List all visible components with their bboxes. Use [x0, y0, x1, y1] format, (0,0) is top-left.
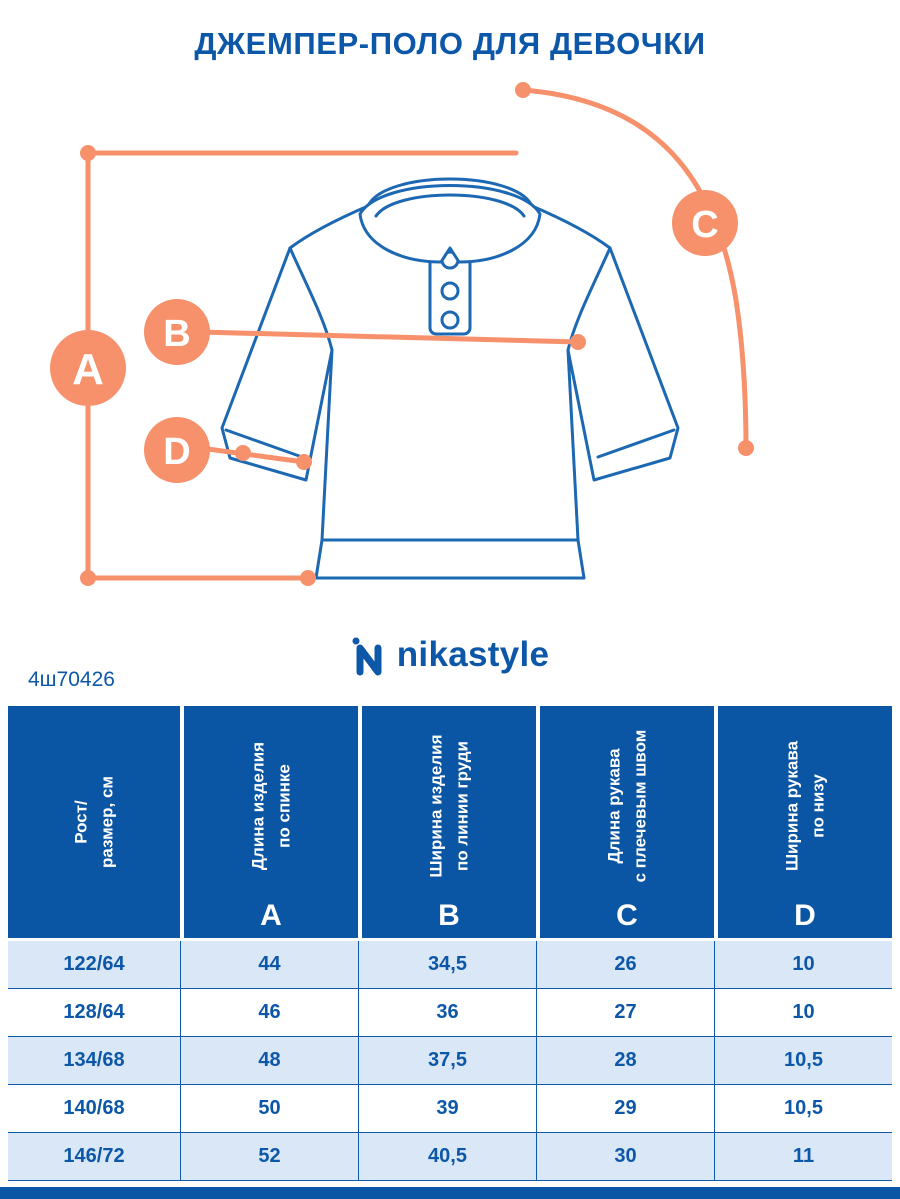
header-letter: D — [794, 899, 816, 932]
badge-c-circle — [672, 190, 738, 256]
measurement-diagram: A B C D — [50, 82, 754, 586]
cell-b: 34,5 — [358, 941, 536, 988]
header-line: с плечевым швом — [630, 729, 649, 883]
header-line: Длина изделия — [248, 741, 268, 871]
header-line: Длина рукава — [604, 748, 624, 864]
cell-d: 10 — [714, 941, 892, 988]
table-body: 122/64 44 34,5 26 10 128/64 46 36 27 10 … — [8, 941, 892, 1181]
left-sleeve-seam — [288, 246, 334, 352]
cell-size: 146/72 — [63, 1145, 125, 1167]
cell-d: 10,5 — [714, 1085, 892, 1132]
measurement-d — [197, 445, 312, 470]
collar — [358, 184, 542, 264]
cell-size: 134/68 — [63, 1049, 125, 1071]
header-line: размер, см — [97, 776, 116, 868]
button-icon — [440, 310, 460, 330]
header-letter: A — [260, 899, 282, 932]
polo-shirt-drawing — [220, 177, 680, 580]
badge-a-circle — [50, 330, 126, 406]
right-cuff-seam — [596, 428, 676, 459]
measurement-b — [197, 329, 586, 350]
table-header: Рост/ размер, см Длина изделия по спинке… — [8, 706, 892, 938]
table-row: 128/64 46 36 27 10 — [8, 989, 892, 1037]
cell-a: 46 — [180, 989, 358, 1036]
left-cuff-seam — [224, 428, 304, 459]
header-line: по низу — [808, 774, 827, 838]
cell-c: 28 — [536, 1037, 714, 1084]
header-letter: C — [616, 899, 638, 932]
nikastyle-logo-icon — [352, 637, 382, 676]
brand-logo: nikastyle — [0, 634, 900, 676]
table-row: 146/72 52 40,5 30 11 — [8, 1133, 892, 1181]
article-number: 4ш70426 — [28, 668, 115, 691]
cell-d: 10,5 — [714, 1037, 892, 1084]
table-row: 122/64 44 34,5 26 10 — [8, 941, 892, 989]
measurement-a — [80, 145, 519, 586]
badge-b-label: B — [163, 313, 190, 355]
cell-a: 50 — [180, 1085, 358, 1132]
size-table: Рост/ размер, см Длина изделия по спинке… — [8, 706, 892, 1181]
header-col-b: Ширина изделия по линии груди B — [358, 706, 536, 938]
cell-d: 11 — [714, 1133, 892, 1180]
cell-size: 122/64 — [63, 953, 125, 975]
cell-d: 10 — [714, 989, 892, 1036]
cell-c: 27 — [536, 989, 714, 1036]
page-title: ДЖЕМПЕР-ПОЛО ДЛЯ ДЕВОЧКИ — [194, 26, 706, 61]
header-col-c: Длина рукава с плечевым швом C — [536, 706, 714, 938]
table-row: 140/68 50 39 29 10,5 — [8, 1085, 892, 1133]
header-letter: B — [438, 899, 460, 932]
header-line: Рост/ — [71, 800, 91, 844]
cell-b: 36 — [358, 989, 536, 1036]
badge-d-label: D — [163, 431, 190, 473]
header-col-size: Рост/ размер, см — [8, 706, 180, 938]
header-line: по линии груди — [452, 740, 471, 872]
cell-a: 48 — [180, 1037, 358, 1084]
header-col-a: Длина изделия по спинке A — [180, 706, 358, 938]
table-row: 134/68 48 37,5 28 10,5 — [8, 1037, 892, 1085]
cell-size: 140/68 — [63, 1097, 125, 1119]
cell-c: 26 — [536, 941, 714, 988]
cell-a: 52 — [180, 1133, 358, 1180]
header-line: Ширина рукава — [782, 740, 802, 872]
cell-size: 128/64 — [63, 1001, 125, 1023]
badge-b-circle — [144, 299, 210, 365]
cell-b: 37,5 — [358, 1037, 536, 1084]
cell-a: 44 — [180, 941, 358, 988]
cell-b: 40,5 — [358, 1133, 536, 1180]
cell-b: 39 — [358, 1085, 536, 1132]
footer-bar — [0, 1187, 900, 1199]
header-line: Ширина изделия — [426, 734, 446, 878]
cell-c: 29 — [536, 1085, 714, 1132]
header-col-d: Ширина рукава по низу D — [714, 706, 892, 938]
header-line: по спинке — [274, 764, 293, 848]
measurement-c — [515, 82, 754, 456]
collar-inner-seam — [374, 193, 526, 218]
cell-c: 30 — [536, 1133, 714, 1180]
button-icon — [440, 281, 460, 301]
brand-name: nikastyle — [396, 635, 550, 674]
badge-a-label: A — [72, 345, 104, 394]
measurement-badges: A B C D — [50, 190, 738, 483]
shirt-body — [220, 177, 680, 580]
badge-d-circle — [144, 417, 210, 483]
badge-c-label: C — [691, 204, 718, 246]
measurement-lines — [80, 82, 754, 586]
